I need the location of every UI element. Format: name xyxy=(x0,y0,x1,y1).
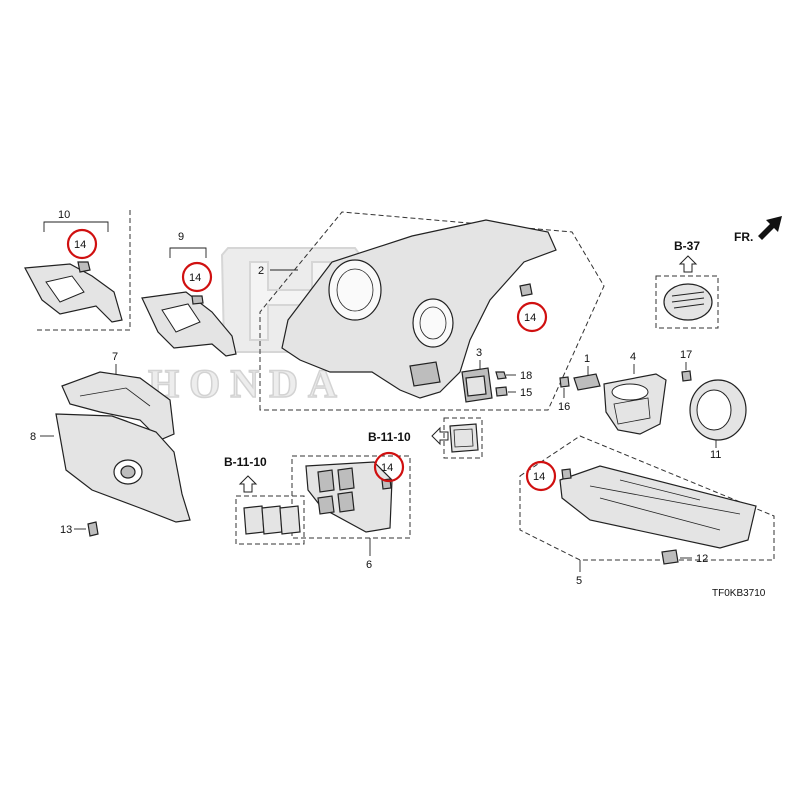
ref-label: B-11-10 xyxy=(368,430,411,444)
part-1-16-group: 1 16 xyxy=(558,353,601,413)
part-15-clip xyxy=(495,386,508,397)
vent-outlet xyxy=(663,283,713,321)
callout-6: 6 xyxy=(366,559,372,571)
diagram-code: TF0KB3710 xyxy=(712,588,766,599)
direction-arrow-icon xyxy=(758,216,782,240)
callout-18: 18 xyxy=(520,370,532,382)
callout-10: 10 xyxy=(58,209,70,221)
part-11-17-group: 17 11 xyxy=(680,349,747,461)
callout-14: 14 xyxy=(533,471,545,483)
callout-4: 4 xyxy=(630,351,636,363)
ref-arrow-icon xyxy=(238,475,258,493)
callout-14: 14 xyxy=(381,462,393,474)
callout-9: 9 xyxy=(178,231,184,243)
ref-b-37: B-37 xyxy=(655,239,719,329)
part-7-upper-cover xyxy=(61,371,175,441)
part-17-screw xyxy=(681,370,692,382)
callout-8: 8 xyxy=(30,431,36,443)
callout-2: 2 xyxy=(258,265,264,277)
ref-b-11-10-upper: B-11-10 xyxy=(368,417,483,459)
highlight-circle xyxy=(525,460,557,492)
part-10-group: 10 14 xyxy=(24,209,131,331)
callout-14: 14 xyxy=(74,239,86,251)
callout-12: 12 xyxy=(696,553,708,565)
part-13-screw xyxy=(87,521,99,537)
part-9-opening xyxy=(161,303,201,333)
callout-3: 3 xyxy=(476,347,482,359)
part-4-group: 4 xyxy=(603,351,667,435)
gauge-right xyxy=(412,298,454,348)
ref-label: B-37 xyxy=(674,239,700,253)
callout-13: 13 xyxy=(60,524,72,536)
part-10-opening xyxy=(45,275,85,303)
part-18-screw xyxy=(495,371,507,380)
part-5-lower-panel xyxy=(559,465,757,549)
ref-arrow-icon xyxy=(431,426,449,446)
part-2-group: 2 14 xyxy=(258,211,605,411)
highlight-circle xyxy=(516,301,548,333)
part-16-clip xyxy=(559,376,570,388)
part-7-8-group: 7 8 13 xyxy=(30,351,191,537)
ref-label: B-11-10 xyxy=(224,455,267,469)
callout-11: 11 xyxy=(710,449,721,461)
part-6-group: 14 6 xyxy=(291,451,411,571)
callout-14: 14 xyxy=(189,272,201,284)
front-direction-indicator: FR. xyxy=(734,216,782,244)
callout-17: 17 xyxy=(680,349,692,361)
callout-15: 15 xyxy=(520,387,532,399)
callout-14: 14 xyxy=(524,312,536,324)
part-9-group: 9 14 xyxy=(141,231,237,357)
callout-1: 1 xyxy=(584,353,590,365)
callout-7: 7 xyxy=(112,351,118,363)
callout-5: 5 xyxy=(576,575,582,587)
ref-arrow-icon xyxy=(678,255,698,273)
part-12-clip xyxy=(661,549,679,565)
highlight-circle xyxy=(181,261,213,293)
highlight-circle xyxy=(373,451,405,483)
part-3-group: 3 18 15 xyxy=(461,347,532,403)
part-4-cup-holder xyxy=(603,373,667,435)
part-1-bracket xyxy=(573,373,601,391)
callout-16: 16 xyxy=(558,401,570,413)
ref-b-11-10-lower: B-11-10 xyxy=(224,455,305,545)
honda-wordmark: HONDA xyxy=(148,361,347,406)
part-5-group: 14 12 5 xyxy=(519,435,775,587)
direction-label: FR. xyxy=(734,230,753,244)
highlight-circle xyxy=(66,228,98,260)
